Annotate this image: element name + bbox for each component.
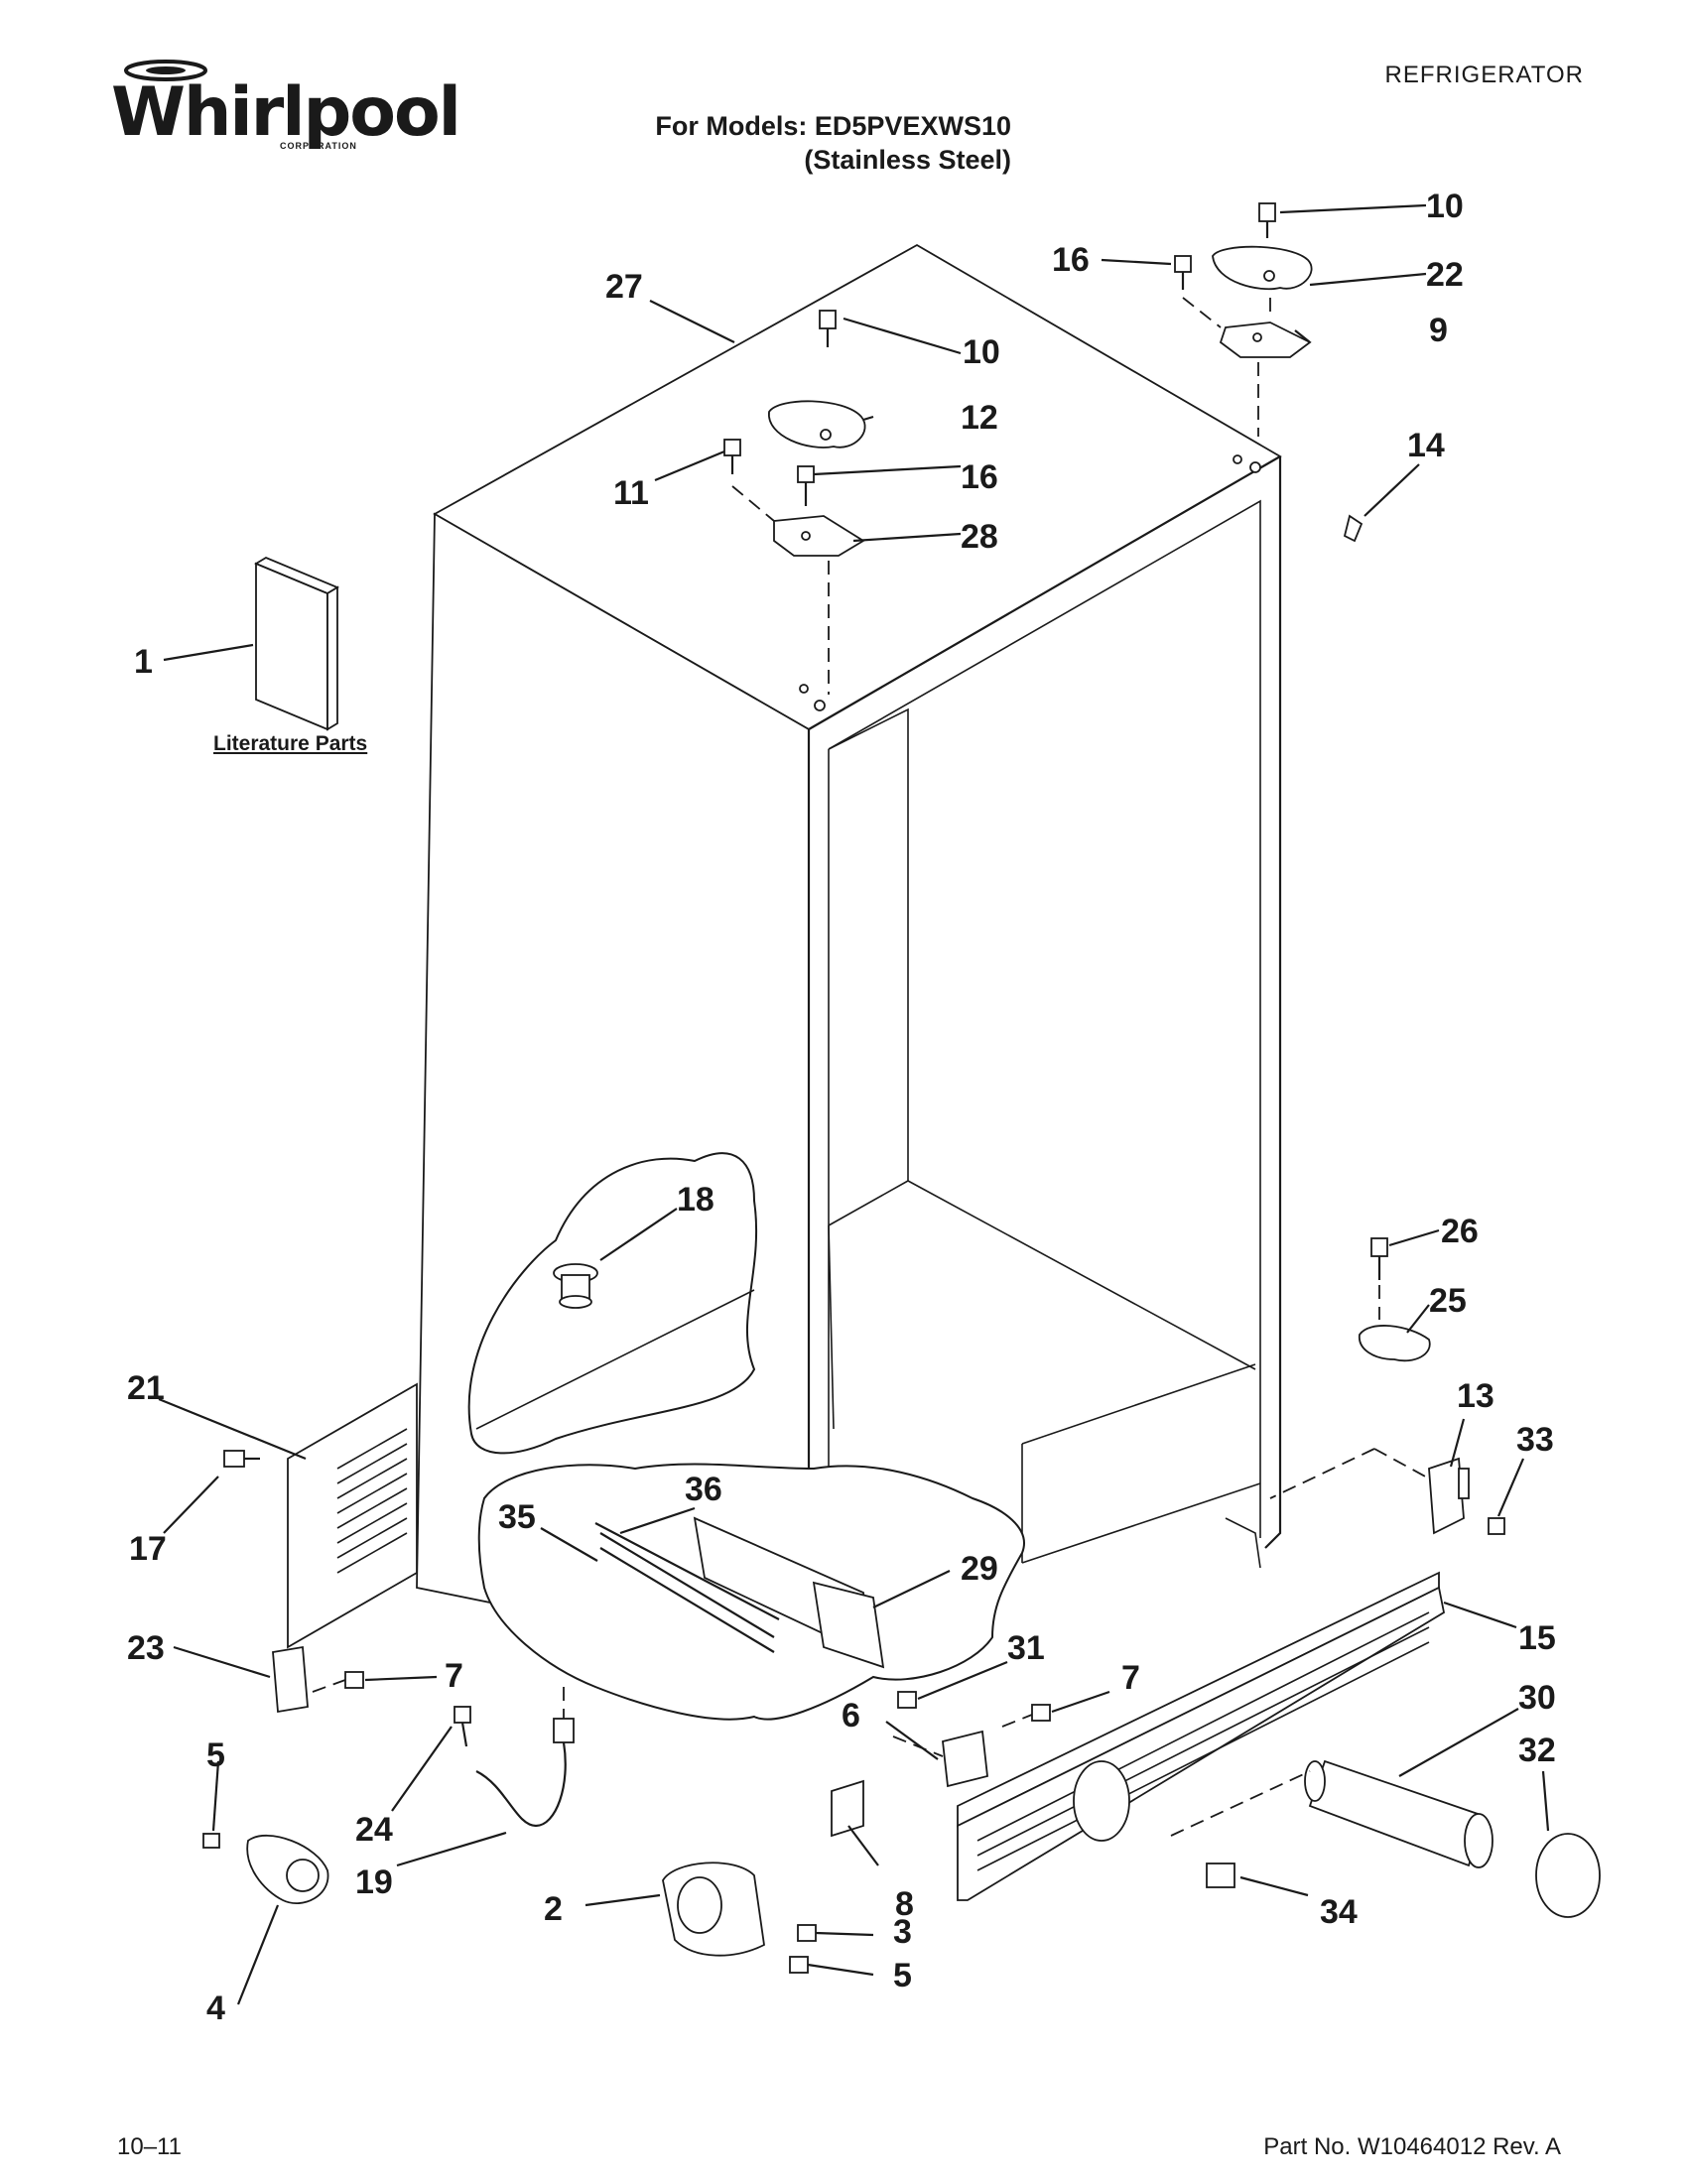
cabinet-shell	[416, 243, 1282, 1669]
models-heading: For Models: ED5PVEXWS10 (Stainless Steel…	[515, 109, 1011, 177]
callout-11: 11	[613, 474, 649, 512]
callout-31: 31	[1007, 1629, 1045, 1667]
callout-7: 7	[445, 1657, 463, 1695]
callout-32: 32	[1518, 1732, 1556, 1769]
callout-18: 18	[677, 1181, 714, 1219]
callout-16: 16	[961, 458, 998, 496]
part-number: Part No. W10464012 Rev. A	[1263, 2133, 1561, 2160]
callout-36: 36	[685, 1471, 722, 1508]
callout-3: 3	[893, 1913, 912, 1951]
callout-17: 17	[129, 1530, 167, 1568]
callout-26: 26	[1441, 1213, 1479, 1250]
callout-1: 1	[134, 643, 153, 681]
callout-12: 12	[961, 399, 998, 437]
callout-27: 27	[605, 268, 643, 306]
callout-33: 33	[1516, 1421, 1554, 1459]
callout-15: 15	[1518, 1619, 1556, 1657]
lower-hinge-right	[1269, 1237, 1505, 1535]
literature-parts-label: Literature Parts	[213, 732, 368, 755]
callout-23: 23	[127, 1629, 165, 1667]
callout-34: 34	[1320, 1893, 1358, 1931]
callout-5: 5	[893, 1957, 912, 1994]
finish-line: (Stainless Steel)	[804, 145, 1011, 175]
category-label: REFRIGERATOR	[1384, 62, 1584, 88]
water-filter	[1170, 1759, 1601, 1918]
side-cutaway	[467, 1152, 758, 1455]
logo-swirl-icon	[124, 60, 207, 81]
brand-logo: Whirlpool CORPORATION	[111, 58, 461, 157]
callout-2: 2	[544, 1890, 563, 1928]
callout-14: 14	[1407, 427, 1445, 464]
filter-housing	[594, 1516, 885, 1669]
models-line: For Models: ED5PVEXWS10	[655, 111, 1011, 141]
callout-5: 5	[206, 1736, 225, 1774]
brand-wordmark: Whirlpool	[111, 73, 461, 152]
callout-35: 35	[498, 1498, 536, 1536]
callout-29: 29	[961, 1550, 998, 1588]
brand-subtitle: CORPORATION	[280, 141, 357, 151]
callout-9: 9	[1429, 312, 1448, 349]
small-parts	[202, 1645, 1235, 1974]
callout-8: 8	[895, 1885, 914, 1923]
rear-vent-panel	[223, 1382, 418, 1649]
callout-numbers: 10 16 22 27 10 9 12 14 11 16 28 1 18 26 …	[127, 188, 1556, 2027]
callout-10: 10	[1426, 188, 1464, 225]
top-hinge-left	[723, 310, 866, 695]
callout-10: 10	[963, 333, 1000, 371]
revision-date: 10–11	[117, 2133, 182, 2160]
callout-13: 13	[1457, 1377, 1494, 1415]
top-hinge-right	[1174, 202, 1363, 543]
callout-19: 19	[355, 1863, 393, 1901]
callout-6: 6	[842, 1697, 860, 1734]
literature-booklet	[254, 556, 339, 731]
callout-22: 22	[1426, 256, 1464, 294]
callout-4: 4	[206, 1990, 225, 2027]
callout-16: 16	[1052, 241, 1090, 279]
front-grille	[957, 1571, 1446, 1901]
callout-24: 24	[355, 1811, 393, 1849]
callout-28: 28	[961, 518, 998, 556]
callout-7: 7	[1121, 1659, 1140, 1697]
callout-30: 30	[1518, 1679, 1556, 1717]
leader-lines	[158, 203, 1550, 2005]
callout-25: 25	[1429, 1282, 1467, 1320]
callout-21: 21	[127, 1369, 165, 1407]
leveler-foot	[553, 1263, 598, 1309]
